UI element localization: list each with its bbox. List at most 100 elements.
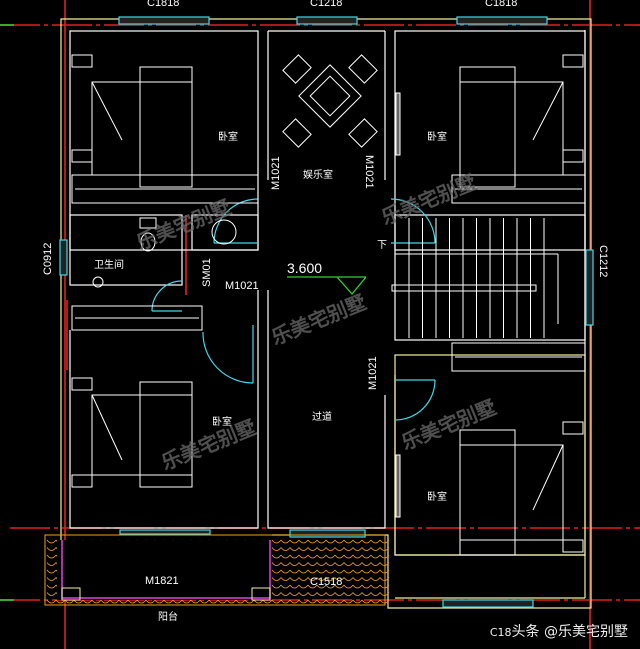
room-label-bedroom-br: 卧室 <box>427 490 447 503</box>
roof-tile <box>271 547 282 551</box>
windows <box>59 16 594 608</box>
watermark: 乐美宅别墅 <box>133 195 235 255</box>
roof-tile <box>289 539 300 544</box>
bed-bottom-right <box>459 421 584 556</box>
roof-tile <box>352 547 363 551</box>
roof-tile <box>298 547 309 551</box>
roof-tile <box>46 584 57 589</box>
roof-tile <box>343 539 354 544</box>
roof-tile <box>46 592 57 596</box>
roof-tile <box>325 599 336 604</box>
staircase <box>391 218 559 338</box>
roof-tile <box>334 562 345 566</box>
roof-tile <box>127 599 138 604</box>
roof-tile <box>46 569 57 574</box>
roof-tile <box>370 562 381 566</box>
elevation-label: 3.600 <box>287 260 322 276</box>
roof-tile <box>361 539 372 544</box>
credit-prefix: C18 <box>489 626 512 639</box>
roof-tile <box>154 599 165 604</box>
roof-tile <box>352 539 363 544</box>
room-label-bathroom: 卫生间 <box>94 258 124 271</box>
roof-tile <box>325 554 336 559</box>
roof-tile <box>289 569 300 574</box>
roof-tile <box>370 584 381 589</box>
roof-tile <box>307 569 318 574</box>
roof-tile <box>298 569 309 574</box>
roof-tile <box>343 592 354 596</box>
roof-tile <box>271 562 282 566</box>
roof-tile <box>379 547 390 551</box>
door-code-2: M1021 <box>363 155 375 189</box>
roof-tile <box>280 554 291 559</box>
window-code-bottom: C1518 <box>310 576 342 588</box>
roof-tile <box>370 554 381 559</box>
room-label-hallway: 过道 <box>312 410 332 423</box>
roof-tile <box>352 592 363 596</box>
roof-tile <box>46 599 57 604</box>
roof-tile <box>316 584 327 589</box>
roof-tile <box>298 539 309 544</box>
roof-tile <box>307 554 318 559</box>
roof-tile <box>289 547 300 551</box>
roof-tile <box>118 599 129 604</box>
roof-tile <box>271 539 282 544</box>
roof-tile <box>343 569 354 574</box>
roof-tile <box>334 584 345 589</box>
roof-tile <box>379 569 390 574</box>
shower-drain-icon <box>92 276 104 288</box>
door-code-4: M1021 <box>367 356 379 390</box>
roof-tile <box>379 539 390 544</box>
source-credit: C18头条 @乐美宅别墅 <box>490 621 628 641</box>
roof-tile <box>307 577 318 581</box>
roof-tile <box>343 562 354 566</box>
sink-icon <box>211 219 237 245</box>
roof-tile <box>361 554 372 559</box>
roof-tile <box>361 577 372 581</box>
roof-tile <box>289 562 300 566</box>
roof-tile <box>334 554 345 559</box>
watermark: 乐美宅别墅 <box>158 415 260 475</box>
toilet-icon <box>140 232 156 252</box>
room-label-entertainment: 娱乐室 <box>303 168 333 181</box>
roof-tile <box>370 539 381 544</box>
watermark: 乐美宅别墅 <box>398 395 500 455</box>
roof-tile <box>370 569 381 574</box>
roof-tile <box>199 599 210 604</box>
bathroom-fixtures <box>92 217 237 288</box>
roof-tile <box>289 592 300 596</box>
roof-tile <box>370 599 381 604</box>
roof-tile <box>271 592 282 596</box>
roof-tile <box>64 599 75 604</box>
roof-tile <box>46 539 57 544</box>
roof-tile <box>325 562 336 566</box>
roof-tile <box>82 599 93 604</box>
roof-tile <box>343 554 354 559</box>
roof-tile <box>244 599 255 604</box>
roof-tile <box>307 584 318 589</box>
roof-tile <box>379 584 390 589</box>
roof-tile <box>280 577 291 581</box>
roof-tile <box>289 584 300 589</box>
roof-tile <box>235 599 246 604</box>
window-code-right: C1212 <box>597 245 609 277</box>
credit-text: 头条 @乐美宅别墅 <box>511 624 628 640</box>
roof-tile <box>298 584 309 589</box>
roof-tile <box>298 577 309 581</box>
roof-tile <box>280 562 291 566</box>
roof-tile <box>280 592 291 596</box>
roof-tile <box>370 577 381 581</box>
balcony <box>44 534 390 606</box>
roof-tile <box>253 599 264 604</box>
room-label-bedroom-tl: 卧室 <box>218 130 238 143</box>
roof-tile <box>316 569 327 574</box>
roof-tile <box>271 584 282 589</box>
roof-tile <box>352 562 363 566</box>
roof-tile <box>226 599 237 604</box>
roof-tile <box>325 584 336 589</box>
roof-tile <box>271 577 282 581</box>
roof-tile <box>271 599 282 604</box>
wardrobes <box>71 174 586 372</box>
balcony-railing <box>61 540 271 599</box>
